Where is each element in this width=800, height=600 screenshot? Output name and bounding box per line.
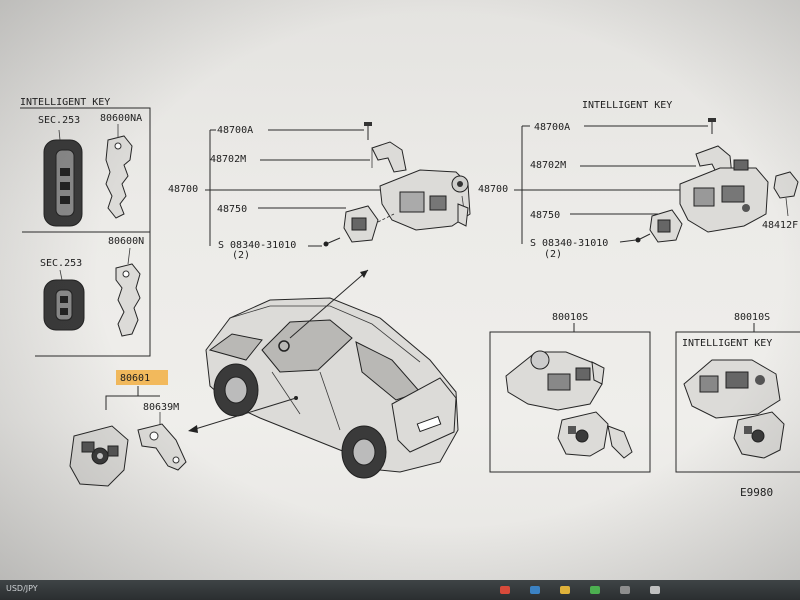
ref-48702m-center: 48702M bbox=[210, 154, 246, 165]
ref-80010s-2: 80010S bbox=[734, 312, 770, 323]
taskbar-app-icon[interactable] bbox=[560, 586, 570, 594]
right-steering-lock-assembly: INTELLIGENT KEY 48700A 48702M 48700 4875… bbox=[478, 100, 799, 260]
mechanical-key-lower bbox=[115, 247, 141, 337]
taskbar-app-icon[interactable] bbox=[650, 586, 660, 594]
center-steering-lock-assembly: 48700A 48702M 48700 48750 S 08340-31010 … bbox=[168, 122, 471, 261]
bolt-qty-right: (2) bbox=[544, 249, 562, 260]
key-panel-title: INTELLIGENT KEY bbox=[20, 97, 110, 108]
ref-48700-right: 48700 bbox=[478, 184, 508, 195]
ref-80601: 80601 bbox=[120, 373, 150, 384]
os-taskbar[interactable]: USD/JPY bbox=[0, 580, 800, 600]
steering-lock-body bbox=[379, 169, 471, 231]
steering-lock-body-right bbox=[679, 159, 769, 233]
kit-box-1-frame bbox=[489, 331, 651, 473]
harness-connector-right bbox=[649, 209, 683, 243]
lock-lever bbox=[137, 423, 187, 471]
ref-sec253-lower: SEC.253 bbox=[40, 258, 82, 269]
kit-box-2-title: INTELLIGENT KEY bbox=[682, 338, 772, 349]
ref-48750-center: 48750 bbox=[217, 204, 247, 215]
vehicle-illustration bbox=[205, 297, 459, 479]
tray-ticker-label[interactable]: USD/JPY bbox=[6, 584, 38, 593]
mount-bolts bbox=[323, 237, 341, 247]
kit-1-cylinder bbox=[557, 411, 633, 459]
taskbar-app-icon[interactable] bbox=[620, 586, 630, 594]
side-connector-48412f bbox=[773, 171, 799, 217]
pointer-arrows bbox=[188, 269, 369, 433]
bolt-qty-center: (2) bbox=[232, 250, 250, 261]
smart-key-fob-lower bbox=[43, 269, 85, 331]
kit-box-80010s: 80010S bbox=[489, 312, 651, 473]
figure-id: E9980 bbox=[740, 486, 773, 499]
taskbar-app-icon[interactable] bbox=[500, 586, 510, 594]
ref-48412f: 48412F bbox=[762, 220, 798, 231]
kit-box-80010s-intelligent-key: 80010S INTELLIGENT KEY bbox=[675, 312, 800, 473]
taskbar-app-icon[interactable] bbox=[590, 586, 600, 594]
kit-box-2-frame bbox=[675, 331, 800, 473]
right-assembly-title: INTELLIGENT KEY bbox=[582, 100, 672, 111]
kit-2-cylinder bbox=[733, 411, 785, 459]
ref-sec253-upper: SEC.253 bbox=[38, 115, 80, 126]
bolt-ref-center: S 08340-31010 bbox=[218, 240, 296, 251]
bolt-ref-right: S 08340-31010 bbox=[530, 238, 608, 249]
intelligent-key-panel: INTELLIGENT KEY SEC.253 80600NA SEC.253 … bbox=[20, 97, 151, 357]
mount-bolts-right bbox=[635, 233, 651, 243]
clamp-bracket bbox=[371, 141, 407, 173]
smart-key-fob-upper bbox=[43, 129, 83, 227]
ref-48702m-right: 48702M bbox=[530, 160, 566, 171]
kit-1-lock-assembly bbox=[505, 350, 605, 411]
shear-bolt bbox=[364, 122, 372, 140]
taskbar-app-icon[interactable] bbox=[530, 586, 540, 594]
ref-80600n: 80600N bbox=[108, 236, 144, 247]
ref-80600na: 80600NA bbox=[100, 113, 142, 124]
harness-connector bbox=[343, 205, 379, 243]
lock-cylinder-body bbox=[69, 425, 129, 487]
ref-48700-center: 48700 bbox=[168, 184, 198, 195]
mechanical-key-upper bbox=[105, 124, 133, 219]
ref-80010s-1: 80010S bbox=[552, 312, 588, 323]
ref-48750-right: 48750 bbox=[530, 210, 560, 221]
kit-2-lock-assembly bbox=[683, 359, 781, 419]
ref-80639m: 80639M bbox=[143, 402, 179, 413]
door-lock-cylinder-group: 80601 80639M bbox=[69, 370, 187, 487]
highlight-marker bbox=[116, 370, 168, 385]
ref-48700a-center: 48700A bbox=[217, 125, 253, 136]
ref-48700a-right: 48700A bbox=[534, 122, 570, 133]
shear-bolt-right bbox=[708, 118, 716, 134]
